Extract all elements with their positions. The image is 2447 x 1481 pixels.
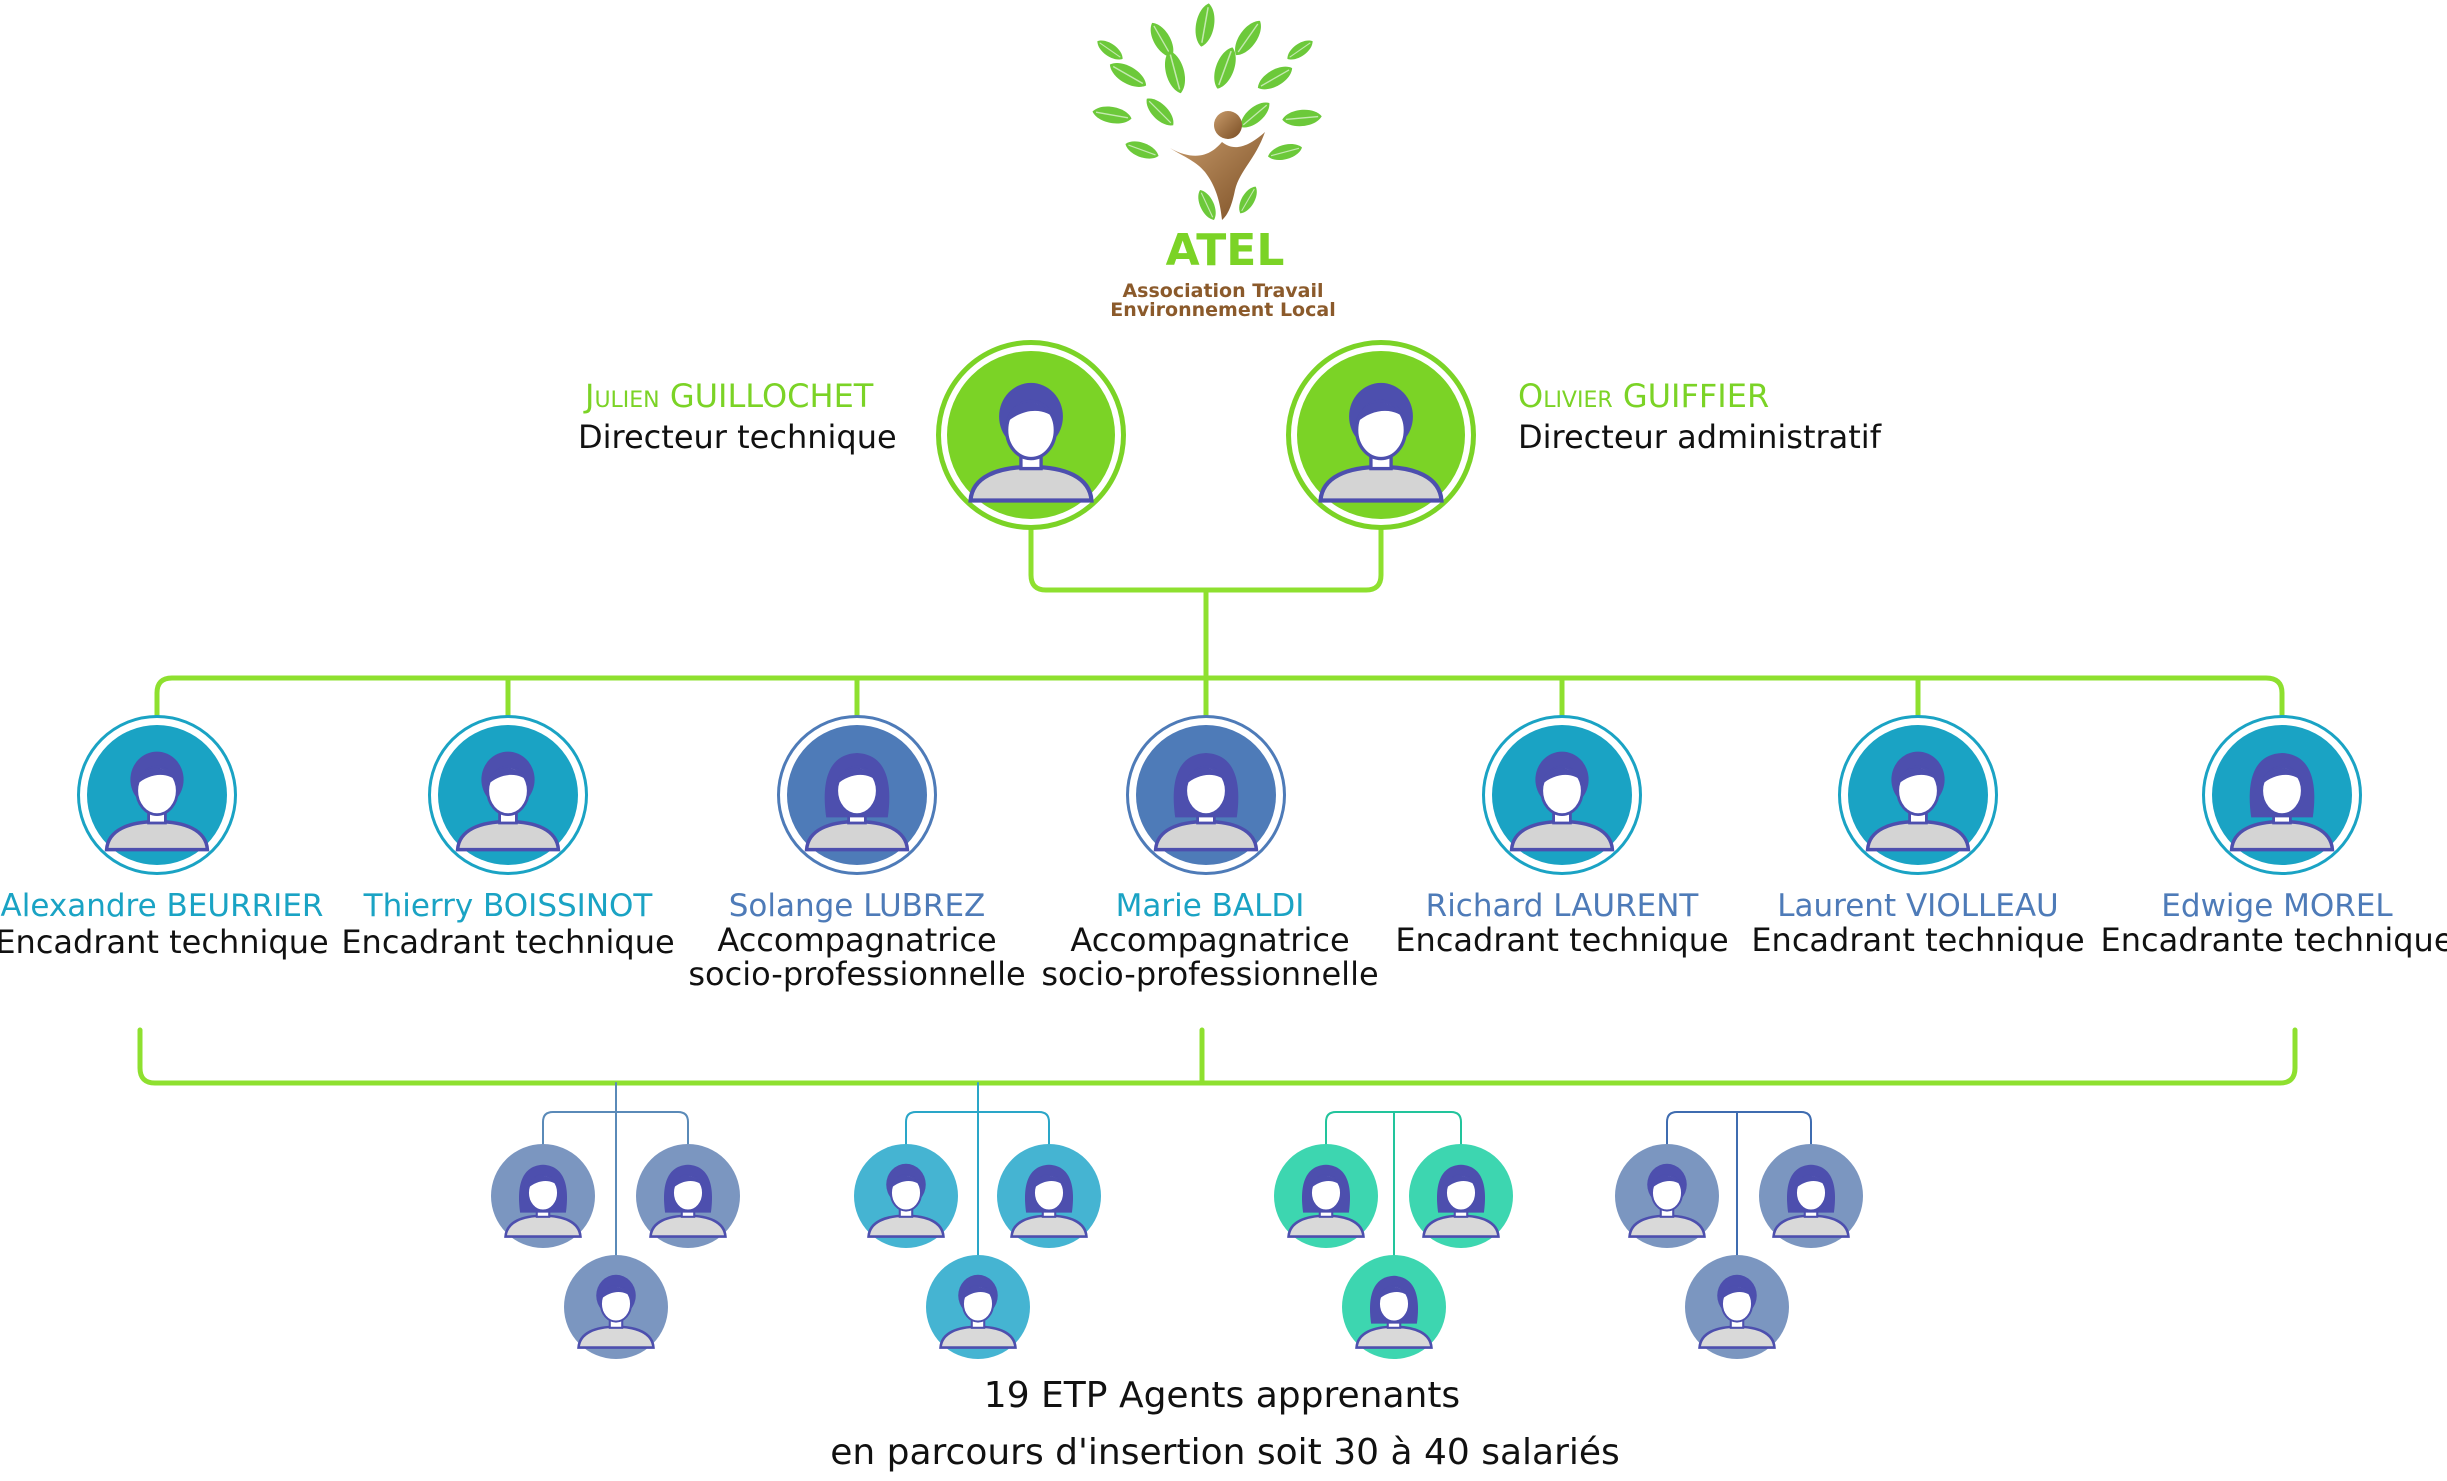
staff-name-lubrez: Solange LUBREZ	[728, 888, 986, 924]
staff-avatar-icon	[1126, 715, 1286, 875]
agent-avatar-icon	[997, 1144, 1101, 1248]
staff-role-violleau: Encadrant technique	[1751, 921, 2085, 959]
agent-avatar-icon	[1409, 1144, 1513, 1248]
agent-avatar-icon	[1274, 1144, 1378, 1248]
agent-avatar-icon	[1685, 1255, 1789, 1359]
staff-name-laurent: Richard LAURENT	[1425, 888, 1699, 924]
staff-role-baldi: Accompagnatrice	[1070, 921, 1350, 959]
directors-connector	[1028, 527, 1384, 678]
director-avatar-icon	[1286, 340, 1476, 530]
atel-logo: ATEL Association Travail Environnement L…	[1090, 1, 1336, 321]
agent-avatar-icon	[1342, 1255, 1446, 1359]
staff-role-laurent: Encadrant technique	[1395, 921, 1729, 959]
staff-name-boissinot: Thierry BOISSINOT	[363, 888, 653, 924]
staff-avatar-icon	[2202, 715, 2362, 875]
staff-avatar-icon	[428, 715, 588, 875]
staff-bus-connector	[154, 675, 2285, 718]
staff-avatar-icon	[1482, 715, 1642, 875]
agent-avatar-icon	[1759, 1144, 1863, 1248]
staff-name-baldi: Marie BALDI	[1115, 888, 1305, 924]
agent-avatar-icon	[491, 1144, 595, 1248]
staff-name-violleau: Laurent VIOLLEAU	[1777, 888, 2059, 924]
tree-logo-icon	[1090, 1, 1324, 224]
director-role-guillochet: Directeur technique	[578, 418, 897, 456]
group1-connector	[542, 1082, 689, 1261]
staff-name-beurrier: Alexandre BEURRIER	[0, 888, 324, 924]
staff-role-beurrier: Encadrant technique	[0, 923, 329, 961]
group3-connector	[1325, 1111, 1462, 1261]
group2-connector	[905, 1082, 1050, 1261]
staff-avatar-icon	[1838, 715, 1998, 875]
staff-role-boissinot: Encadrant technique	[341, 923, 675, 961]
staff-avatar-icon	[77, 715, 237, 875]
staff-role2-baldi: socio-professionnelle	[1041, 955, 1379, 993]
team-bracket	[137, 1027, 2298, 1086]
staff-role-lubrez: Accompagnatrice	[717, 921, 997, 959]
director-avatar-icon	[936, 340, 1126, 530]
agent-avatar-icon	[636, 1144, 740, 1248]
staff-avatar-icon	[777, 715, 937, 875]
staff-name-morel: Edwige MOREL	[2161, 888, 2393, 924]
logo-line1: Association Travail	[1122, 280, 1323, 302]
agent-avatar-icon	[854, 1144, 958, 1248]
footer-line1: 19 ETP Agents apprenants	[983, 1375, 1461, 1416]
footer-line2: en parcours d'insertion soit 30 à 40 sal…	[830, 1432, 1620, 1473]
director-name-guillochet: Julien GUILLOCHET	[585, 377, 874, 415]
logo-acronym: ATEL	[1166, 225, 1285, 276]
agent-avatar-icon	[926, 1255, 1030, 1359]
staff-role-morel: Encadrante technique	[2100, 921, 2447, 959]
director-role-guiffier: Directeur administratif	[1518, 418, 1881, 456]
director-name-guiffier: Olivier GUIFFIER	[1518, 377, 1770, 415]
group4-connector	[1666, 1111, 1812, 1261]
connectors	[137, 527, 2298, 1261]
agent-avatar-icon	[1615, 1144, 1719, 1248]
agent-avatar-icon	[564, 1255, 668, 1359]
staff-role2-lubrez: socio-professionnelle	[688, 955, 1026, 993]
logo-line2: Environnement Local	[1110, 299, 1335, 321]
avatars	[77, 340, 2362, 1359]
